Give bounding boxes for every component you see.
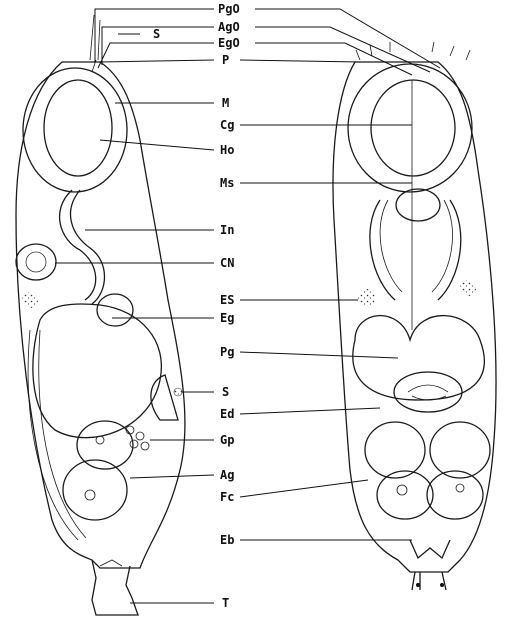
labels: PgO AgO S EgO P M Cg Ho Ms In CN ES Eg P… [153, 2, 240, 610]
label-pgo: PgO [218, 2, 240, 16]
label-ag: Ag [220, 468, 234, 482]
label-ago: AgO [218, 20, 240, 34]
label-eb: Eb [220, 533, 234, 547]
label-ed: Ed [220, 407, 234, 421]
label-p: P [222, 53, 229, 67]
label-ho: Ho [220, 143, 234, 157]
label-pg: Pg [220, 345, 234, 359]
left-specimen [16, 15, 185, 615]
label-eg: Eg [220, 311, 234, 325]
label-cg: Cg [220, 118, 234, 132]
leader-lines [55, 9, 440, 603]
label-in: In [220, 223, 234, 237]
gp-cluster [126, 426, 149, 450]
label-s-mid: S [222, 385, 229, 399]
label-fc: Fc [220, 490, 234, 504]
label-ego: EgO [218, 36, 240, 50]
label-ms: Ms [220, 176, 234, 190]
label-m: M [222, 96, 229, 110]
label-s-top: S [153, 27, 160, 41]
label-cn: CN [220, 256, 234, 270]
label-t: T [222, 596, 229, 610]
label-gp: Gp [220, 433, 234, 447]
label-es: ES [220, 293, 234, 307]
right-specimen [333, 42, 496, 590]
